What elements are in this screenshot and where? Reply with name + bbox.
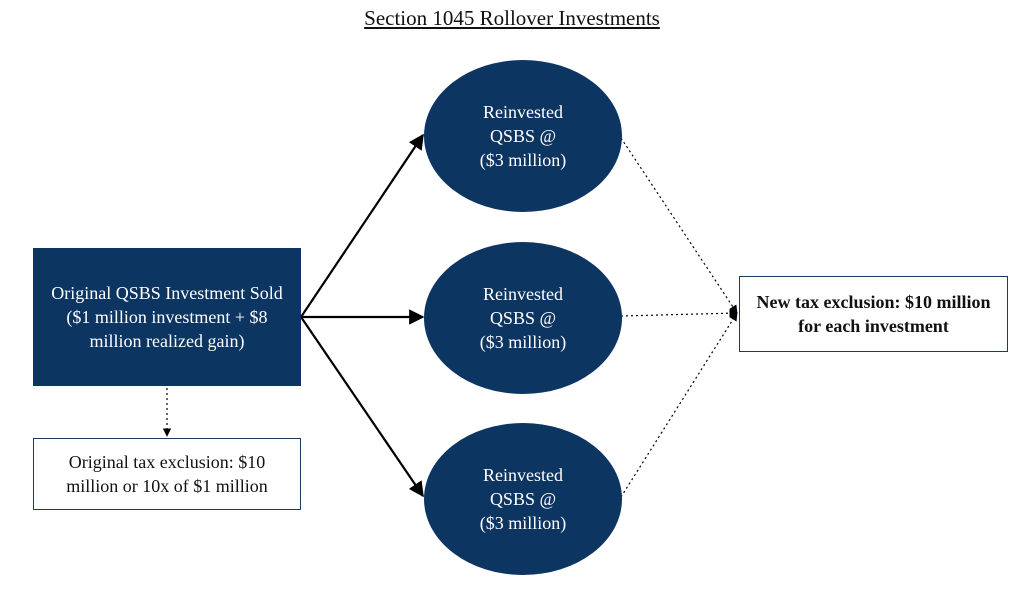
reinvestment-node-2: Reinvested QSBS @ ($3 million) [424, 242, 622, 394]
reinvestment-label: Reinvested QSBS @ ($3 million) [479, 465, 567, 533]
dotted-arrow-from-reinvestment-3 [620, 312, 738, 498]
dotted-arrow-from-reinvestment-2 [620, 308, 738, 318]
reinvestment-label: Reinvested QSBS @ ($3 million) [479, 102, 567, 170]
arrow-to-reinvestment-3 [300, 316, 424, 498]
reinvestment-node-1: Reinvested QSBS @ ($3 million) [424, 60, 622, 212]
arrow-to-reinvestment-1 [300, 133, 424, 318]
original-investment-label: Original QSBS Investment Sold ($1 millio… [51, 283, 283, 351]
new-exclusion-box: New tax exclusion: $10 million for each … [739, 276, 1008, 352]
reinvestment-label: Reinvested QSBS @ ($3 million) [479, 284, 567, 352]
reinvestment-node-3: Reinvested QSBS @ ($3 million) [424, 423, 622, 575]
original-investment-box: Original QSBS Investment Sold ($1 millio… [33, 248, 301, 386]
original-exclusion-label: Original tax exclusion: $10 million or 1… [66, 452, 268, 496]
new-exclusion-label: New tax exclusion: $10 million for each … [756, 292, 991, 336]
diagram-title: Section 1045 Rollover Investments [364, 6, 660, 30]
original-exclusion-box: Original tax exclusion: $10 million or 1… [33, 438, 301, 510]
dotted-arrow-from-reinvestment-1 [620, 137, 738, 314]
